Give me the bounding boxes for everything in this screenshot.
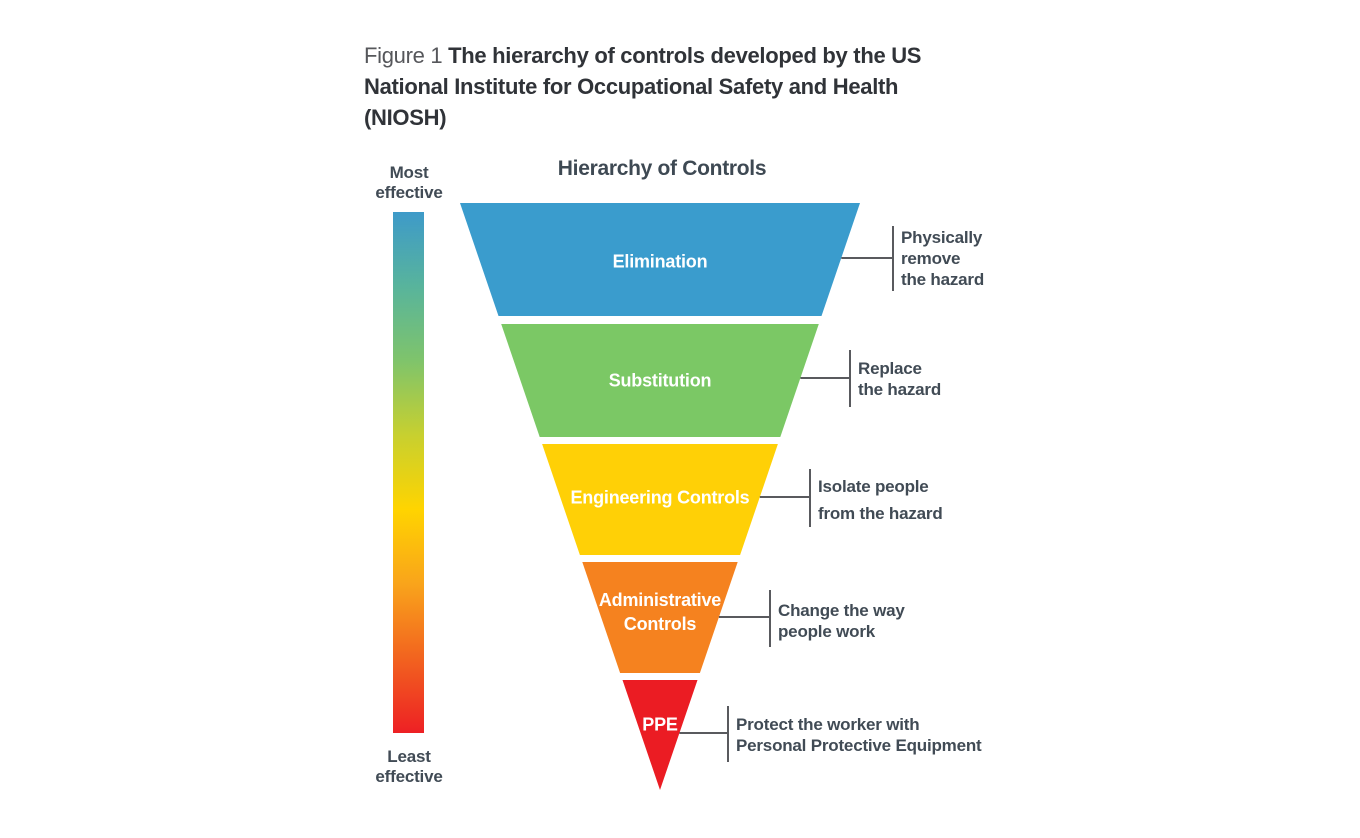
callout-note-1: Physically remove the hazard — [901, 228, 985, 289]
figure-caption-text-3: (NIOSH) — [364, 105, 447, 130]
funnel-label-5: PPE — [642, 714, 678, 735]
figure-number: Figure 1 — [364, 43, 443, 68]
funnel-level-2-shape — [501, 324, 819, 437]
funnel-level-5-shape — [622, 680, 698, 790]
funnel-label-1: Elimination — [612, 251, 708, 272]
figure-caption-line-2: National Institute for Occupational Safe… — [364, 71, 1004, 102]
callout-note-2: Replace the hazard — [858, 359, 942, 399]
diagram-title: Hierarchy of Controls — [557, 157, 767, 180]
funnel-label-4: Administrative Controls — [598, 590, 722, 634]
effectiveness-gradient-bar — [393, 212, 424, 733]
funnel-label-2: Substitution — [608, 370, 712, 391]
funnel-level-1-shape — [460, 203, 860, 316]
figure-caption-line-3: (NIOSH) — [364, 102, 1004, 133]
figure-caption: Figure 1 The hierarchy of controls devel… — [364, 40, 1004, 133]
least-effective-label: Least effective — [375, 747, 443, 786]
figure-caption-text-1: The hierarchy of controls developed by t… — [448, 43, 922, 68]
callout-note-5: Protect the worker with Personal Protect… — [736, 715, 982, 755]
funnel-level-3-shape — [542, 444, 778, 555]
funnel-level-4-shape — [582, 562, 738, 673]
funnel-label-3: Engineering Controls — [570, 487, 750, 508]
callout-note-3: Isolate people from the hazard — [818, 477, 943, 523]
figure-caption-line-1: Figure 1 The hierarchy of controls devel… — [364, 40, 1004, 71]
figure-caption-text-2: National Institute for Occupational Safe… — [364, 74, 899, 99]
callout-note-4: Change the way people work — [778, 601, 905, 641]
most-effective-label: Most effective — [375, 163, 443, 202]
